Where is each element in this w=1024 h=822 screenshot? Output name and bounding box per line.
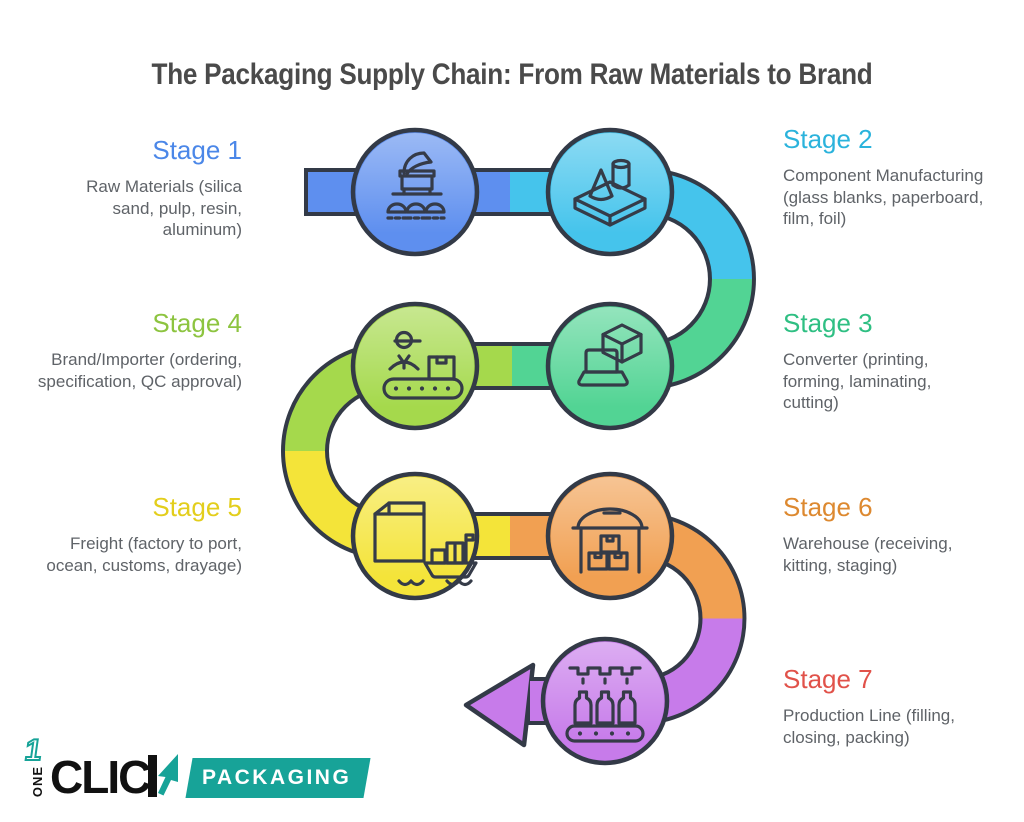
stage3-description: Converter (printing, forming, laminating…	[783, 350, 932, 412]
flow-arrowhead	[463, 662, 536, 748]
flow-band-outline	[281, 168, 756, 725]
warehouse-icon	[571, 507, 649, 574]
stage5-text-block: Stage 5 Freight (factory to port, ocean,…	[27, 492, 242, 576]
circle-shine-overlays	[356, 133, 669, 760]
stage5-title: Stage 5	[152, 492, 242, 522]
logo-one-text: ONE	[30, 765, 45, 797]
stage2-title: Stage 2	[783, 124, 873, 154]
logo-click-text: CLIC	[50, 750, 151, 803]
converter-icon	[577, 323, 643, 387]
stage5-description: Freight (factory to port, ocean, customs…	[46, 534, 242, 575]
stage6-title: Stage 6	[783, 492, 873, 522]
freight-icon	[373, 501, 478, 587]
component-manufacturing-icon	[573, 158, 647, 227]
stage1-title: Stage 1	[152, 135, 242, 165]
oneclick-packaging-logo: 1 ONE CLIC PACKAGING	[22, 733, 372, 803]
stage4-description: Brand/Importer (ordering, specification,…	[37, 350, 242, 391]
stage4-text-block: Stage 4 Brand/Importer (ordering, specif…	[22, 308, 242, 392]
logo-click-wordmark: CLIC	[50, 750, 181, 803]
stage2-text-block: Stage 2 Component Manufacturing (glass b…	[783, 124, 989, 230]
logo-numeral-one: 1	[22, 733, 45, 768]
raw-materials-icon	[386, 151, 446, 220]
stage3-text-block: Stage 3 Converter (printing, forming, la…	[783, 308, 989, 414]
logo-packaging-badge: PACKAGING	[185, 758, 372, 798]
production-line-icon	[565, 666, 645, 743]
stage4-title: Stage 4	[152, 308, 242, 338]
logo-one-mark: 1 ONE	[22, 733, 50, 798]
logo-k-cursor-icon	[148, 754, 179, 797]
brand-importer-icon	[382, 330, 464, 400]
stage2-description: Component Manufacturing (glass blanks, p…	[783, 166, 984, 228]
logo-badge-text: PACKAGING	[202, 766, 352, 789]
stage3-title: Stage 3	[783, 308, 873, 338]
stage1-text-block: Stage 1 Raw Materials (silica sand, pulp…	[42, 135, 242, 241]
page-title: The Packaging Supply Chain: From Raw Mat…	[151, 58, 873, 91]
stage1-description: Raw Materials (silica sand, pulp, resin,…	[86, 177, 242, 239]
stage7-text-block: Stage 7 Production Line (filling, closin…	[783, 664, 993, 748]
stage7-description: Production Line (filling, closing, packi…	[783, 706, 955, 747]
stage6-description: Warehouse (receiving, kitting, staging)	[783, 534, 953, 575]
stage7-title: Stage 7	[783, 664, 873, 694]
stage6-text-block: Stage 6 Warehouse (receiving, kitting, s…	[783, 492, 993, 576]
